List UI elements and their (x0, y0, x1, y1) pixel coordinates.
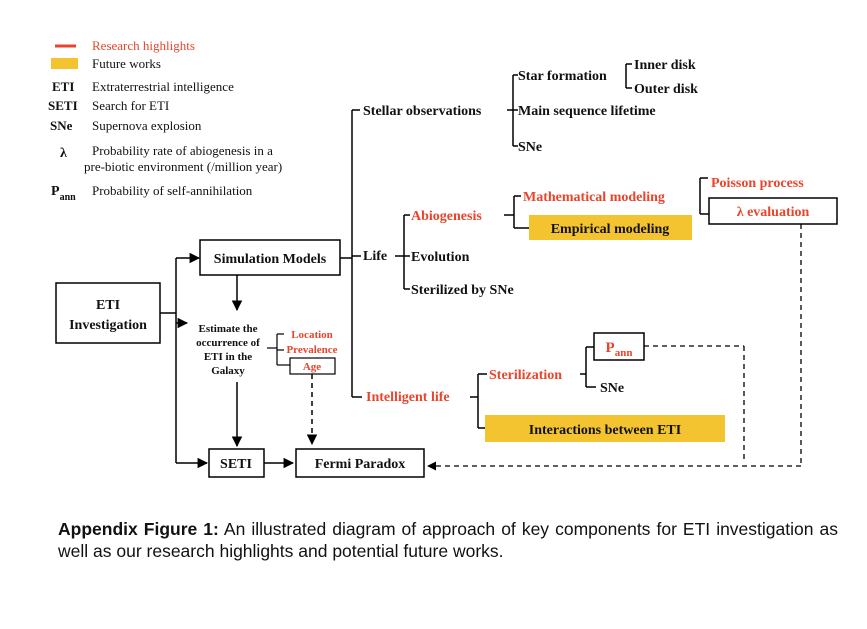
sterilization-label: Sterilization (489, 368, 562, 383)
life-label: Life (363, 249, 387, 264)
seti-label: SETI (220, 457, 252, 472)
abbr-sne-desc: Supernova explosion (92, 118, 202, 133)
outer-disk-label: Outer disk (634, 82, 698, 97)
seti-box (208, 448, 265, 478)
poisson-label: Poisson process (711, 176, 804, 191)
lambda-evaluation-box (708, 197, 838, 225)
pann-label: Pann (606, 340, 633, 359)
lambda-symbol: λ (60, 146, 67, 161)
sne-top-label: SNe (518, 140, 542, 155)
eti-label: ETI (96, 298, 120, 313)
abiogenesis-label: Abiogenesis (411, 209, 482, 224)
legend-future-label: Future works (92, 56, 161, 71)
caption-lead: Appendix Figure 1: (58, 519, 219, 539)
abbr-seti: SETI (48, 98, 78, 113)
lambda-evaluation-label: λ evaluation (737, 205, 810, 220)
fermi-paradox-box (295, 448, 425, 478)
sterilized-label: Sterilized by SNe (411, 283, 514, 298)
stellar-observations-label: Stellar observations (363, 104, 482, 119)
figure-caption: Appendix Figure 1: An illustrated diagra… (58, 518, 838, 562)
empirical-modeling-label: Empirical modeling (551, 222, 670, 237)
evolution-label: Evolution (411, 250, 470, 265)
pann-desc: Probability of self-annihilation (92, 183, 253, 198)
estimate-line2: occurrence of (196, 337, 260, 349)
location-label: Location (291, 329, 333, 341)
abbr-eti: ETI (52, 79, 74, 94)
empirical-modeling-box (529, 215, 692, 240)
abbr-eti-desc: Extraterrestrial intelligence (92, 79, 234, 94)
pann-symbol: Pann (51, 184, 76, 203)
abbr-sne: SNe (50, 118, 73, 133)
caption-text: An illustrated diagram of approach of ke… (58, 519, 838, 561)
interactions-label: Interactions between ETI (529, 423, 681, 438)
estimate-line3: ETI in the (204, 351, 252, 363)
legend: Research highlights Future works ETI Ext… (48, 38, 282, 203)
pann-box (593, 332, 645, 361)
estimate-line4: Galaxy (211, 365, 245, 377)
estimate-line1: Estimate the (199, 323, 258, 335)
simulation-models-box (199, 239, 341, 276)
inner-disk-label: Inner disk (634, 58, 696, 73)
legend-highlight-label: Research highlights (92, 38, 195, 53)
main-sequence-label: Main sequence lifetime (518, 104, 656, 119)
abbr-seti-desc: Search for ETI (92, 98, 169, 113)
star-formation-label: Star formation (518, 69, 607, 84)
fermi-paradox-label: Fermi Paradox (315, 457, 406, 472)
investigation-label: Investigation (69, 318, 147, 333)
lambda-desc-line1: Probability rate of abiogenesis in a (92, 143, 273, 158)
sne-bottom-label: SNe (600, 381, 624, 396)
dashed-feedback-lines (427, 224, 802, 471)
math-modeling-label: Mathematical modeling (523, 190, 665, 205)
intelligent-life-label: Intelligent life (366, 390, 450, 405)
future-swatch (51, 58, 78, 69)
age-label: Age (303, 361, 321, 373)
interactions-box (485, 415, 725, 442)
prevalence-label: Prevalence (286, 344, 337, 356)
eti-investigation-box (55, 282, 161, 344)
lambda-desc-line2: pre-biotic environment (/million year) (84, 159, 282, 174)
simulation-models-label: Simulation Models (214, 252, 327, 267)
